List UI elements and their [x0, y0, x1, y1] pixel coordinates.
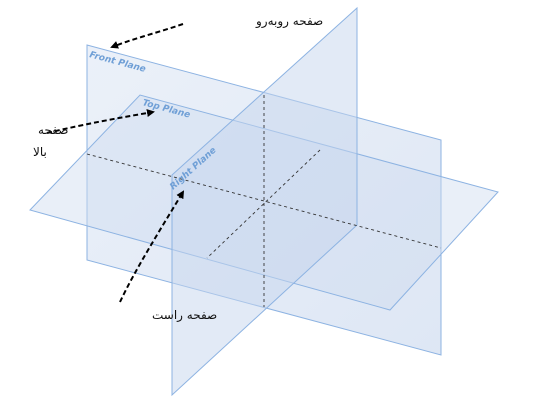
right-callout-label: صفحه راست: [152, 308, 217, 323]
front-callout-label: صفحه روبه‌رو: [255, 14, 323, 29]
top-callout-label-line1: صفحه: [38, 123, 68, 137]
right-plane: [171, 6, 358, 397]
front-callout-arrow: [110, 23, 184, 49]
callout-arrows: [46, 23, 185, 303]
top-callout-label-line2: بالا: [33, 145, 47, 159]
right-callout-arrow: [119, 190, 185, 303]
top-callout-arrow: [46, 109, 155, 134]
intersection-lines: [86, 95, 442, 307]
